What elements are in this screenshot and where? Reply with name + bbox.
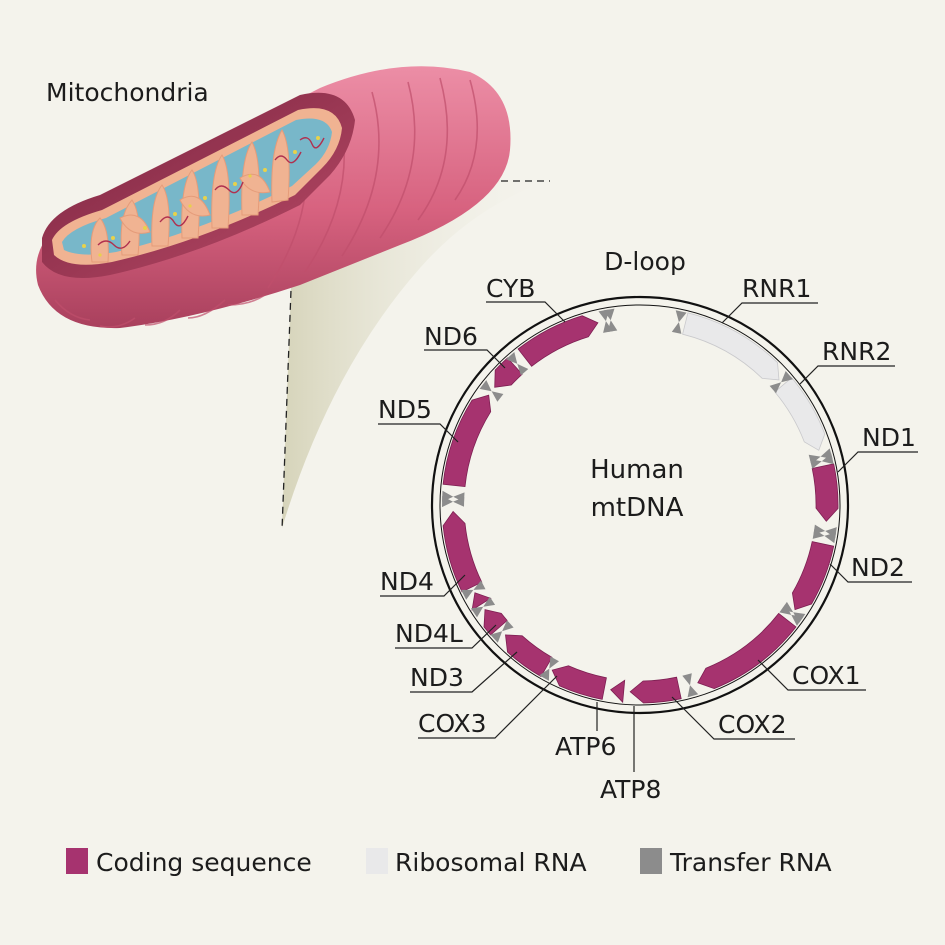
- trna-mark: [471, 596, 496, 618]
- legend-swatch-coding: [66, 848, 88, 874]
- legend-label-ribosomal: Ribosomal RNA: [395, 848, 587, 877]
- gene-label-nd2: ND2: [851, 553, 905, 582]
- center-label-line1: Human: [590, 455, 684, 485]
- gene-label-cyb: CYB: [486, 274, 535, 303]
- zoom-line-left: [281, 182, 296, 531]
- gene-label-nd3: ND3: [410, 663, 464, 692]
- gene-label-nd4l: ND4L: [395, 619, 463, 648]
- matrix-granules: [82, 136, 320, 257]
- gene-label-cox3: COX3: [418, 709, 487, 738]
- trna-mark: [671, 310, 687, 334]
- mtdna-inner-ring: [439, 304, 841, 706]
- leader-cox3: [418, 675, 558, 739]
- gene-label-nd1: ND1: [862, 423, 916, 452]
- gene-label-atp6: ATP6: [555, 732, 616, 761]
- center-label-line2: mtDNA: [591, 493, 684, 523]
- leader-cox1: [757, 659, 866, 691]
- gene-segment-cox2: [629, 676, 682, 704]
- gene-segment-rnr2: [774, 377, 826, 451]
- legend-swatch-transfer: [640, 848, 662, 874]
- leader-nd1: [837, 451, 918, 473]
- leader-rnr2: [799, 365, 895, 385]
- gene-label-cox2: COX2: [718, 710, 787, 739]
- trna-marks: [442, 308, 837, 698]
- legend-label-transfer: Transfer RNA: [669, 848, 832, 877]
- trna-mark: [442, 490, 465, 503]
- legend: Coding sequence Ribosomal RNA Transfer R…: [66, 848, 832, 877]
- gene-label-atp8: ATP8: [600, 775, 661, 804]
- zoom-beam: [282, 178, 560, 528]
- gene-label-nd6: ND6: [424, 322, 478, 351]
- mtdna-ring: [430, 295, 850, 715]
- trna-mark: [539, 656, 559, 681]
- gene-segment-cox1: [697, 612, 797, 690]
- gene-labels: CYB ND6 ND5 ND4 ND4L ND3 COX3 ATP6 ATP8 …: [378, 274, 918, 804]
- leader-nd3: [410, 651, 518, 693]
- trna-mark: [490, 620, 514, 643]
- gene-segment-nd4: [442, 510, 483, 593]
- trna-mark: [479, 380, 504, 402]
- trna-mark: [682, 673, 699, 698]
- mtdna-map: [430, 295, 850, 715]
- leader-rnr1: [721, 302, 818, 324]
- matrix-dna-strands: [97, 137, 325, 249]
- leader-nd4: [380, 574, 466, 597]
- gene-segments: [442, 312, 839, 704]
- gene-label-rnr1: RNR1: [742, 274, 811, 303]
- leader-nd2: [829, 563, 912, 583]
- cristae: [90, 128, 290, 263]
- gene-label-nd5: ND5: [378, 395, 432, 424]
- leader-nd5: [378, 423, 459, 443]
- gene-label-rnr2: RNR2: [822, 337, 891, 366]
- trna-mark: [506, 352, 529, 376]
- trna-mark: [769, 371, 793, 394]
- leader-cox2: [671, 696, 795, 740]
- trna-mark: [779, 604, 804, 626]
- gene-segment-cox3: [505, 634, 553, 678]
- legend-swatch-ribosomal: [366, 848, 388, 874]
- gene-segment-nd3: [483, 609, 508, 636]
- leader-nd4l: [395, 624, 497, 649]
- outer-membrane-ridges: [54, 77, 479, 328]
- gene-segment-rnr1: [682, 312, 780, 381]
- leader-cyb: [486, 301, 566, 323]
- gene-label-cox1: COX1: [792, 661, 861, 690]
- mitochondrion-illustration: [36, 66, 511, 329]
- legend-label-coding: Coding sequence: [96, 848, 312, 877]
- gene-segment-nd2: [791, 541, 835, 611]
- trna-mark: [461, 580, 486, 600]
- leader-nd6: [424, 349, 506, 369]
- dloop-label: D-loop: [604, 247, 686, 276]
- trna-mark: [442, 496, 465, 508]
- figure-title: Mitochondria: [46, 78, 209, 107]
- gene-segment-nd5: [442, 394, 492, 488]
- gene-label-nd4: ND4: [380, 567, 434, 596]
- trna-mark: [809, 453, 834, 469]
- gene-segment-atp6: [551, 665, 607, 700]
- trna-mark: [812, 529, 837, 544]
- gene-segment-nd1: [811, 463, 839, 522]
- gene-segment-nd4l: [471, 592, 492, 611]
- trna-mark: [603, 308, 618, 332]
- gene-segment-atp8: [610, 679, 626, 704]
- gene-segment-cyb: [517, 315, 599, 367]
